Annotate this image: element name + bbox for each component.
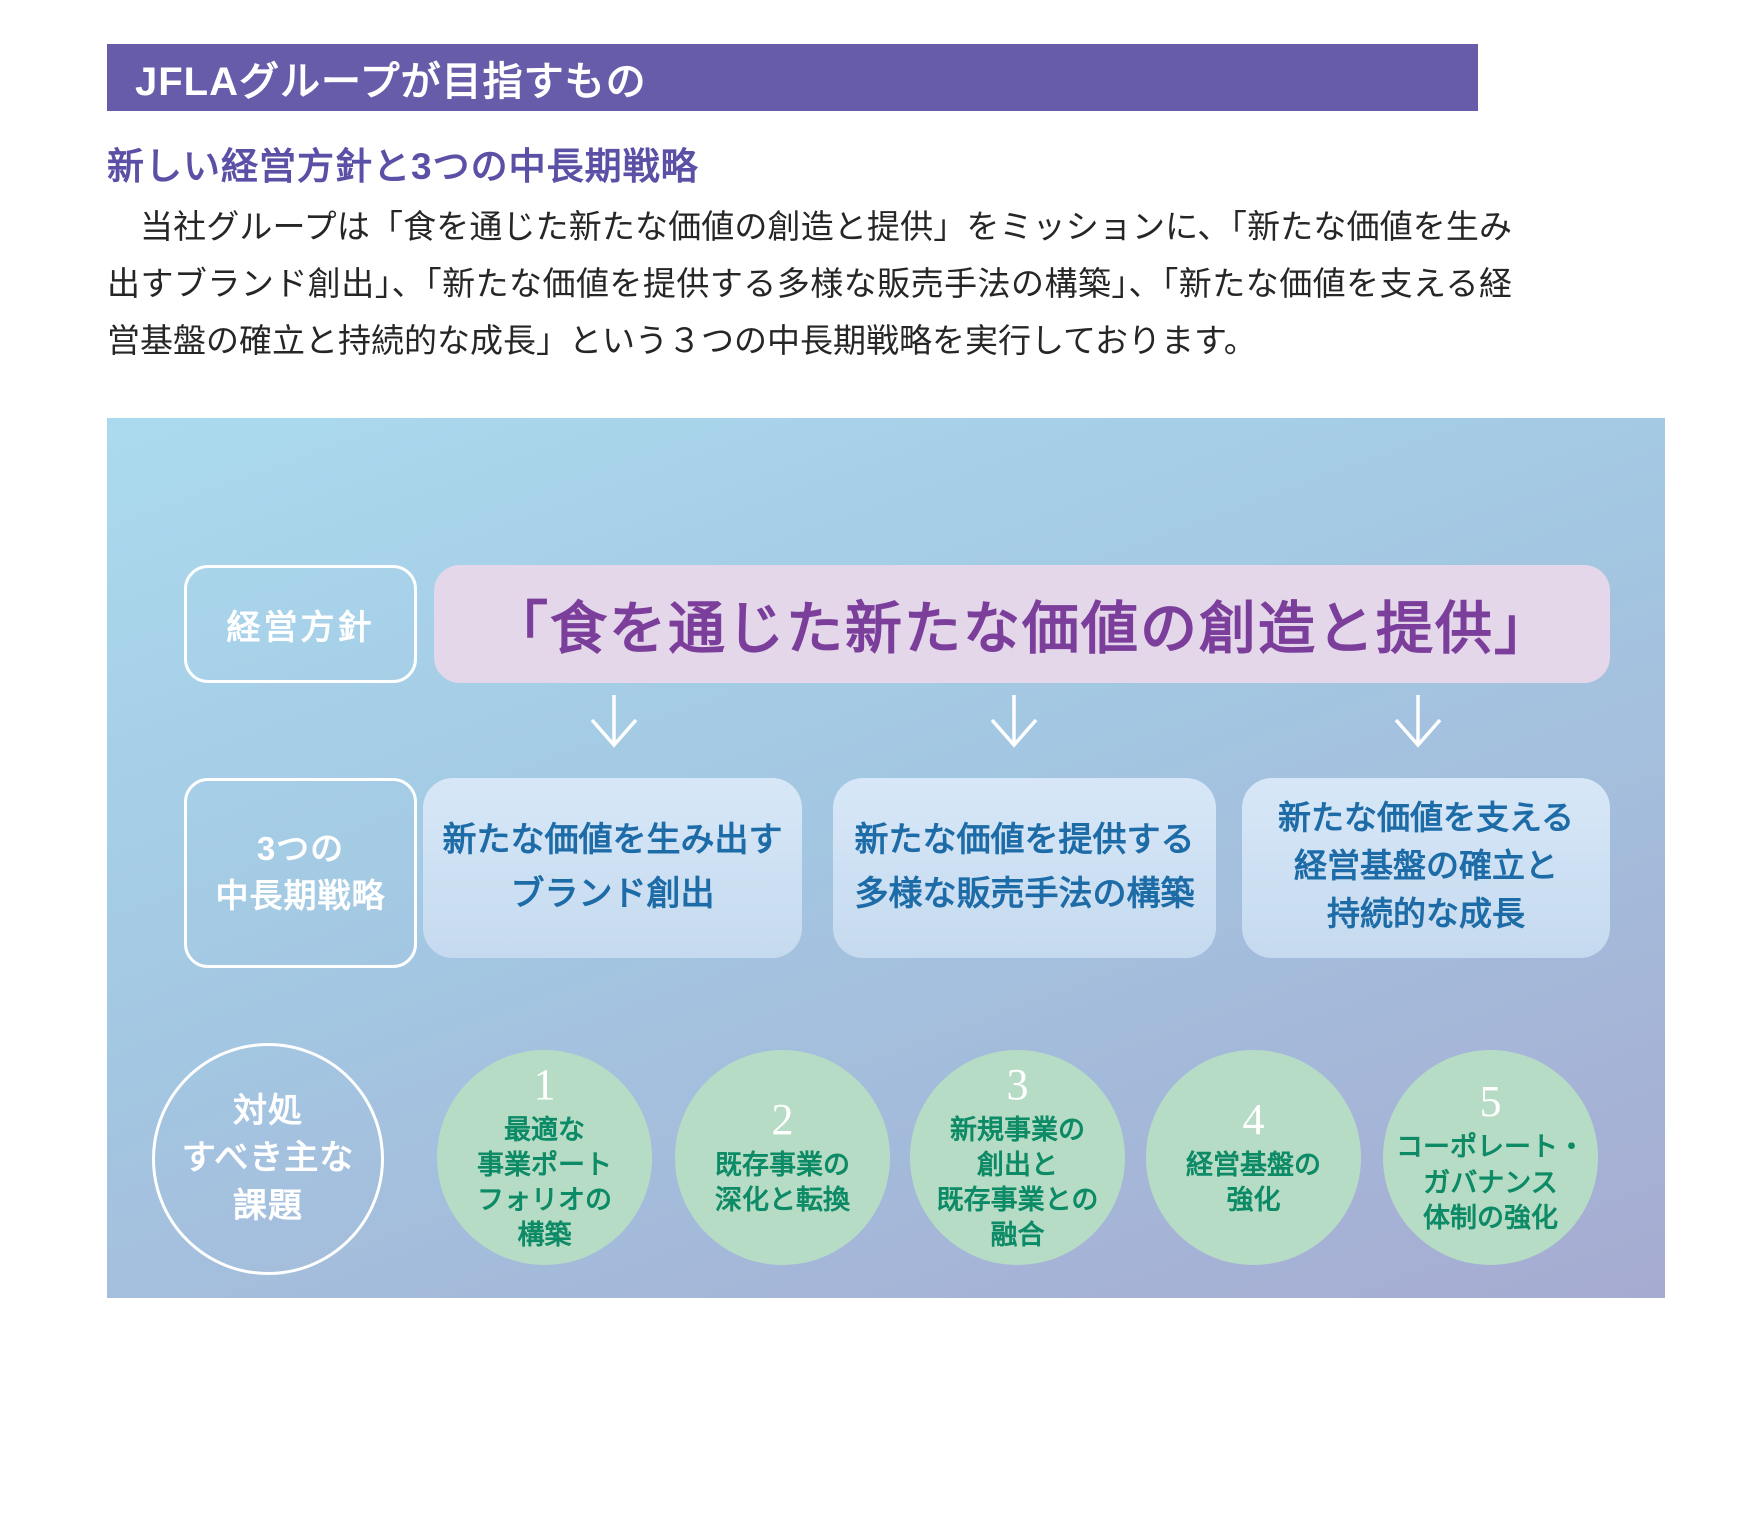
challenge-text-line: 構築 <box>517 1220 572 1251</box>
challenge-text-line: 深化と転換 <box>715 1185 850 1216</box>
strategy-box-management-base: 新たな価値を支える 経営基盤の確立と 持続的な成長 <box>1242 778 1610 958</box>
challenge-text-line: 強化 <box>1226 1185 1281 1216</box>
challenge-text-line: 既存事業との <box>936 1185 1099 1216</box>
challenge-circle-new-business: 3 新規事業の 創出と 既存事業との 融合 <box>910 1050 1125 1265</box>
strategy-text-line: 持続的な成長 <box>1327 896 1525 933</box>
challenge-text-line: 創出と <box>976 1150 1058 1180</box>
challenge-number: 1 <box>533 1059 556 1109</box>
strategies-label-box: 3つの 中長期戦略 <box>184 778 417 968</box>
strategy-box-sales-methods: 新たな価値を提供する 多様な販売手法の構築 <box>833 778 1216 958</box>
challenge-text-line: 事業ポート <box>477 1150 612 1180</box>
down-arrow-icon <box>990 695 1038 748</box>
challenges-label-line: 対処 <box>233 1091 303 1130</box>
strategy-box-brand-creation: 新たな価値を生み出す ブランド創出 <box>423 778 802 958</box>
challenge-number: 3 <box>1006 1059 1029 1109</box>
challenge-text-line: コーポレート・ <box>1396 1132 1585 1163</box>
challenge-text-line: 体制の強化 <box>1423 1202 1558 1233</box>
strategy-diagram: 経営方針 「食を通じた新たな価値の創造と提供」 3つの 中長期戦略 新たな価値を… <box>107 418 1665 1298</box>
challenge-text-line: 新規事業の <box>949 1114 1085 1145</box>
strategy-text-line: ブランド創出 <box>510 876 715 913</box>
challenge-text-line: フォリオの <box>477 1185 612 1216</box>
down-arrow-icon <box>590 695 638 748</box>
challenge-text-line: 既存事業の <box>715 1150 850 1180</box>
challenge-number: 5 <box>1479 1077 1502 1127</box>
challenge-circle-management-base: 4 経営基盤の 強化 <box>1146 1050 1361 1265</box>
challenge-text-line: 融合 <box>990 1220 1045 1251</box>
challenge-number: 4 <box>1242 1094 1265 1144</box>
challenge-text: 新規事業の 創出と 既存事業との 融合 <box>937 1113 1099 1253</box>
mission-banner: 「食を通じた新たな価値の創造と提供」 <box>434 565 1610 683</box>
challenge-text: コーポレート・ ガバナンス 体制の強化 <box>1396 1130 1585 1235</box>
intro-paragraph: 当社グループは「食を通じた新たな価値の創造と提供」をミッションに、「新たな価値を… <box>107 208 1512 359</box>
challenges-label-line: 課題 <box>233 1186 303 1225</box>
mission-text: 「食を通じた新たな価値の創造と提供」 <box>491 598 1553 661</box>
challenge-text: 経営基盤の 強化 <box>1186 1148 1321 1218</box>
challenges-label-circle: 対処 すべき主な 課題 <box>152 1043 384 1275</box>
challenge-text-line: 最適な <box>504 1114 585 1145</box>
strategy-text-line: 新たな価値を提供する <box>854 821 1195 859</box>
strategy-text-line: 多様な販売手法の構築 <box>854 876 1195 913</box>
section-header-bar: JFLAグループが目指すもの <box>107 44 1478 111</box>
challenge-number: 2 <box>771 1094 794 1144</box>
strategy-text-line: 経営基盤の確立と <box>1294 849 1558 886</box>
challenge-circle-governance: 5 コーポレート・ ガバナンス 体制の強化 <box>1383 1050 1598 1265</box>
strategies-label-line: 3つの <box>256 830 345 868</box>
challenge-text: 既存事業の 深化と転換 <box>715 1148 850 1218</box>
challenge-circle-existing-business: 2 既存事業の 深化と転換 <box>675 1050 890 1265</box>
strategy-text-line: 新たな価値を生み出す <box>442 821 783 859</box>
section-header-title: JFLAグループが目指すもの <box>135 59 647 104</box>
policy-label-box: 経営方針 <box>184 565 417 683</box>
challenge-text-line: 経営基盤の <box>1186 1150 1321 1180</box>
policy-label-text: 経営方針 <box>226 608 375 647</box>
challenge-circle-portfolio: 1 最適な 事業ポート フォリオの 構築 <box>437 1050 652 1265</box>
strategies-label-line: 中長期戦略 <box>215 877 386 914</box>
challenge-text: 最適な 事業ポート フォリオの 構築 <box>477 1113 612 1253</box>
strategy-text-line: 新たな価値を支える <box>1277 801 1574 838</box>
challenge-text-line: ガバナンス <box>1423 1167 1558 1198</box>
challenges-label-line: すべき主な <box>181 1139 355 1178</box>
down-arrow-icon <box>1394 695 1442 748</box>
subsection-title: 新しい経営方針と3つの中長期戦略 <box>107 146 699 187</box>
